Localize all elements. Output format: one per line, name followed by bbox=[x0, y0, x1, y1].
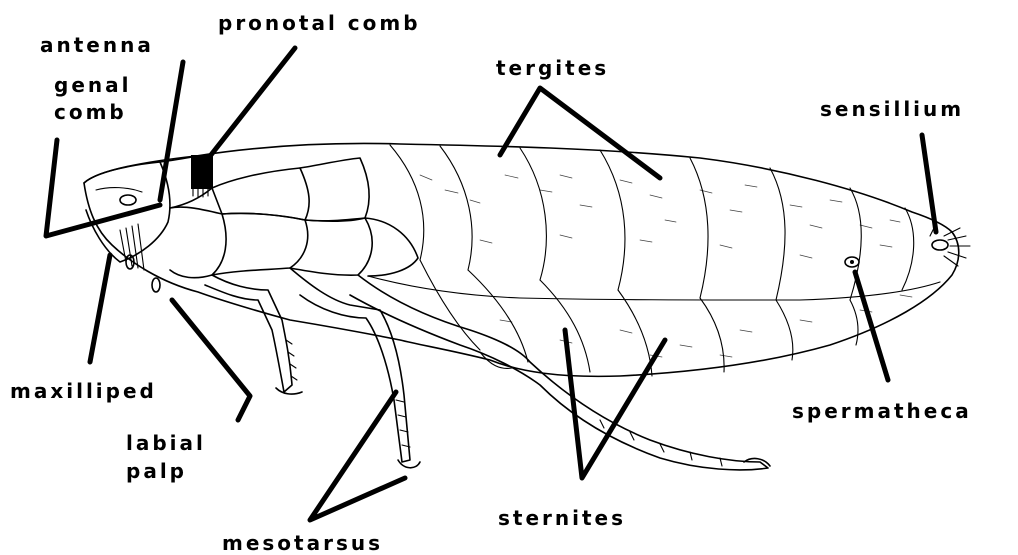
leader-spermatheca bbox=[855, 272, 888, 380]
genal-comb-spines bbox=[120, 224, 144, 270]
label-pronotal-comb: pronotal comb bbox=[218, 11, 421, 35]
eye bbox=[120, 195, 136, 205]
leader-sensillium bbox=[922, 135, 936, 232]
label-sternites: sternites bbox=[498, 506, 626, 530]
label-sensillium: sensillium bbox=[820, 97, 964, 121]
label-mesotarsus: mesotarsus bbox=[222, 531, 383, 555]
sensillium-mark bbox=[932, 240, 948, 250]
label-genal-comb-line1: genal bbox=[54, 73, 131, 97]
labels: pronotal comb antenna genal comb tergite… bbox=[10, 11, 972, 555]
label-spermatheca: spermatheca bbox=[792, 399, 972, 423]
label-labial-palp-line2: palp bbox=[126, 459, 187, 483]
leader-tergites bbox=[500, 88, 660, 178]
leader-sternites bbox=[565, 330, 665, 478]
leader-mesotarsus bbox=[310, 392, 405, 520]
leader-maxilliped bbox=[90, 255, 110, 362]
hind-leg bbox=[350, 275, 768, 470]
front-leg bbox=[205, 275, 292, 392]
label-genal-comb-line2: comb bbox=[54, 100, 127, 124]
tergite-boundaries bbox=[390, 145, 914, 300]
label-tergites: tergites bbox=[496, 56, 609, 80]
label-labial-palp-line1: labial bbox=[126, 431, 206, 455]
leader-pronotal-comb bbox=[207, 48, 295, 160]
label-antenna: antenna bbox=[40, 33, 154, 57]
leader-antenna bbox=[160, 62, 183, 200]
leader-labial-palp bbox=[172, 300, 250, 420]
label-maxilliped: maxilliped bbox=[10, 379, 157, 403]
